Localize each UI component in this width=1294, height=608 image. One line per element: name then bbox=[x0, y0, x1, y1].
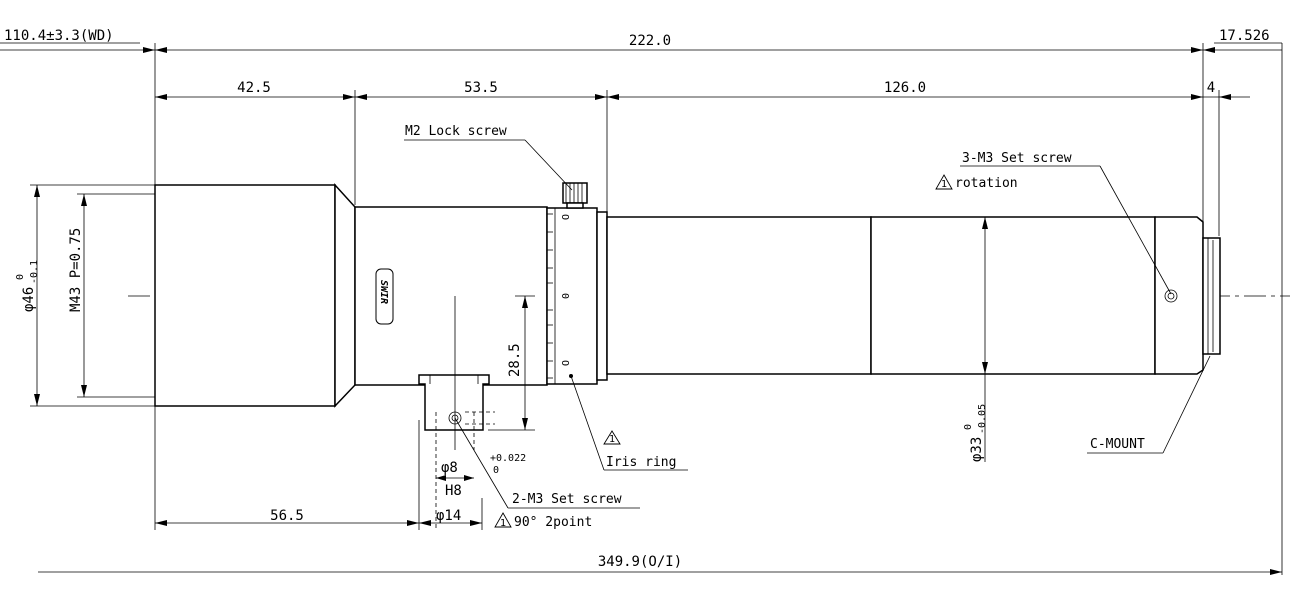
pin-fit-label: H8 bbox=[445, 483, 462, 499]
c-mount-callout: C-MOUNT bbox=[1090, 437, 1145, 452]
iris-ring-body bbox=[546, 207, 598, 385]
bracket-width-label: φ14 bbox=[436, 508, 461, 524]
back-focus-label: 17.526 bbox=[1219, 28, 1270, 44]
ring-step bbox=[596, 211, 608, 381]
mount-bracket bbox=[418, 374, 490, 431]
iris-ring-callout: Iris ring bbox=[606, 455, 676, 470]
set-screw-2-callout: 2-M3 Set screw bbox=[512, 492, 622, 507]
c-mount-thread bbox=[1202, 237, 1221, 355]
bracket-offset-label: 56.5 bbox=[270, 508, 304, 524]
pin-tol-upper: +0.022 bbox=[490, 453, 526, 464]
set-screw-3-callout: 3-M3 Set screw bbox=[962, 151, 1072, 166]
rear-tube-b bbox=[870, 216, 1156, 375]
rear-diameter-label: φ33 bbox=[969, 437, 985, 462]
swir-badge-text: SWIR bbox=[378, 280, 389, 304]
lock-screw-knob bbox=[562, 182, 588, 204]
lock-screw-callout: M2 Lock screw bbox=[405, 124, 507, 139]
rear-diameter-upper-tol: 0 bbox=[963, 424, 974, 430]
barrel-taper bbox=[334, 183, 356, 408]
mount-collar bbox=[1154, 216, 1204, 375]
svg-text:1: 1 bbox=[941, 179, 947, 190]
caution-icon bbox=[494, 512, 512, 528]
front-length-label: 42.5 bbox=[237, 80, 271, 96]
overall-length-label: 349.9(O/I) bbox=[598, 554, 682, 570]
working-distance-label: 110.4±3.3(WD) bbox=[4, 28, 114, 44]
svg-text:1: 1 bbox=[500, 518, 506, 529]
filter-thread-label: M43 P=0.75 bbox=[68, 228, 84, 312]
rear-diameter-lower-tol: -0.05 bbox=[977, 404, 988, 434]
middle-length-label: 53.5 bbox=[464, 80, 498, 96]
clamp-height-label: 28.5 bbox=[507, 343, 523, 377]
iris-scale-bottom: O bbox=[559, 360, 570, 366]
two-point-callout: 90° 2point bbox=[514, 515, 592, 530]
lens-length-label: 222.0 bbox=[629, 33, 671, 49]
iris-scale-mid: 0 bbox=[559, 293, 570, 299]
pin-tol-lower: 0 bbox=[493, 465, 499, 476]
caution-icon bbox=[603, 430, 621, 445]
collar-set-screw bbox=[1164, 289, 1178, 303]
svg-text:1: 1 bbox=[609, 434, 615, 445]
front-diameter-lower-tol: -0.1 bbox=[29, 260, 40, 284]
rotation-callout: rotation bbox=[955, 176, 1018, 191]
front-diameter-label: φ46 bbox=[21, 287, 37, 312]
front-barrel bbox=[154, 184, 336, 407]
pin-diameter-label: φ8 bbox=[441, 460, 458, 476]
iris-scale-ticks bbox=[547, 213, 553, 379]
caution-icon bbox=[935, 174, 953, 190]
front-diameter-upper-tol: 0 bbox=[15, 274, 26, 280]
iris-scale-top: O bbox=[559, 214, 570, 220]
mount-offset-label: 4 bbox=[1207, 80, 1215, 96]
rear-length-label: 126.0 bbox=[884, 80, 926, 96]
swir-badge bbox=[375, 268, 394, 325]
rear-tube-a bbox=[606, 216, 872, 375]
